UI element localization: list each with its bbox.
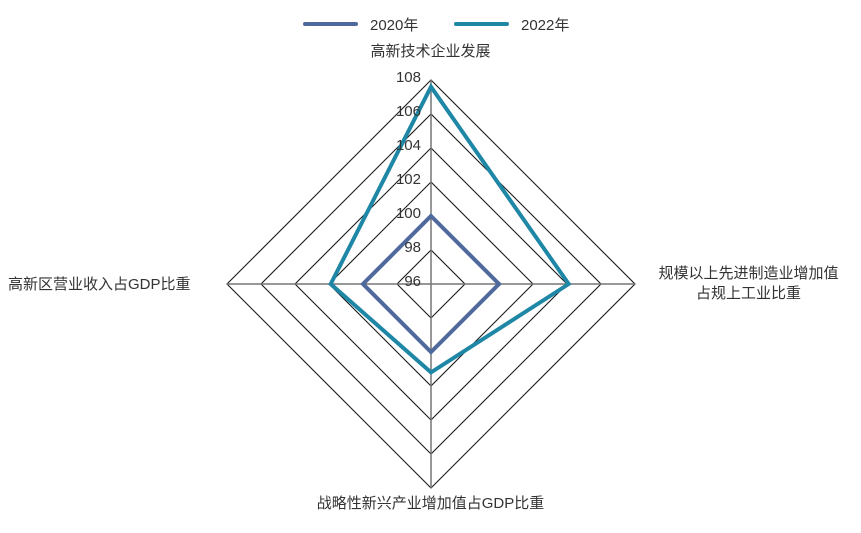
legend-line-icon xyxy=(454,22,509,26)
axis-label-right-line2: 占规上工业比重 xyxy=(695,285,801,302)
axis-label-top: 高新技术企业发展 xyxy=(370,43,491,60)
chart-legend: 2020年 2022年 xyxy=(0,12,861,36)
tick-label: 108 xyxy=(395,69,421,86)
tick-label: 98 xyxy=(404,239,421,256)
series-line xyxy=(360,213,502,355)
tick-label: 104 xyxy=(395,137,421,154)
legend-label: 2020年 xyxy=(370,16,419,34)
radar-axes xyxy=(227,80,635,488)
legend-item-2022[interactable]: 2022年 xyxy=(454,12,569,36)
legend-line-icon xyxy=(303,22,358,26)
tick-label: 100 xyxy=(395,205,421,222)
tick-label: 102 xyxy=(395,171,421,188)
radar-series xyxy=(328,82,572,375)
axis-label-left: 高新区营业收入占GDP比重 xyxy=(8,276,191,293)
legend-label: 2022年 xyxy=(521,16,570,34)
tick-label: 96 xyxy=(404,273,421,290)
tick-label: 106 xyxy=(395,103,421,120)
axis-label-right-line1: 规模以上先进制造业增加值 xyxy=(658,265,839,282)
series-line xyxy=(328,82,572,375)
legend-item-2020[interactable]: 2020年 xyxy=(303,12,418,36)
axis-label-bottom: 战略性新兴产业增加值占GDP比重 xyxy=(316,495,545,512)
